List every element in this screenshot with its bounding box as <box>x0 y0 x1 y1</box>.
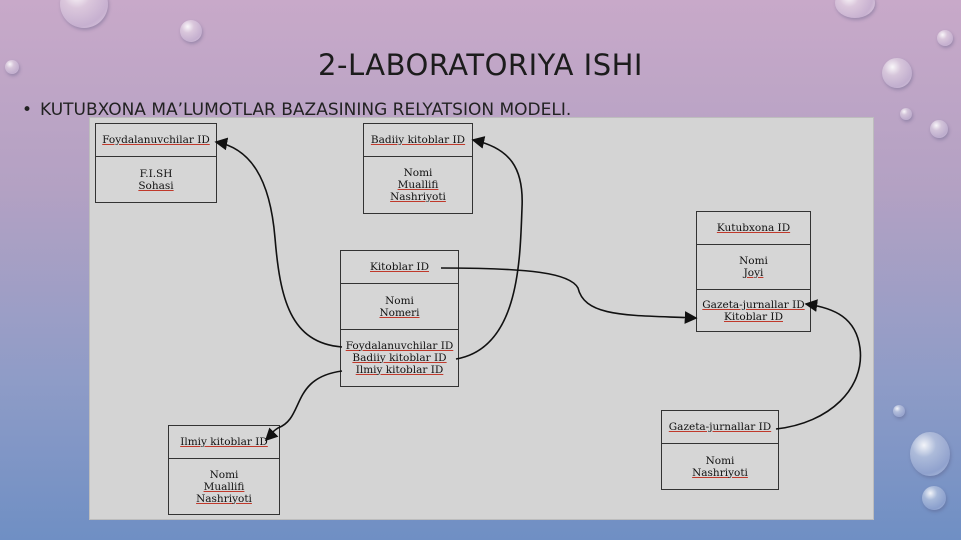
attr-nashriyoti: Nashriyoti <box>390 191 446 203</box>
fk-foydalanuvchilar: Foydalanuvchilar ID <box>345 339 454 352</box>
slide-title: 2-LABORATORIYA ISHI <box>318 48 643 82</box>
arrow-to-foydalanuvchilar <box>214 137 343 348</box>
water-drop-decoration <box>930 120 948 138</box>
water-drop-decoration <box>5 60 19 74</box>
attr-nomi: Nomi <box>705 454 735 467</box>
entity-kutubxona-id: Kutubxona ID <box>697 212 810 245</box>
arrow-to-ilmiy <box>264 370 343 442</box>
attr-fish: F.I.SH <box>139 167 173 180</box>
arrow-gazeta-to-kutubxona <box>775 299 862 430</box>
entity-kutubxona: Kutubxona ID Nomi Joyi Gazeta-jurnallar … <box>696 211 811 332</box>
arrow-to-badiiy <box>455 136 523 360</box>
fk-gazeta: Gazeta-jurnallar ID <box>702 299 805 311</box>
relationship-arrows <box>214 136 862 442</box>
attr-sohasi: Sohasi <box>138 179 174 192</box>
entity-kitoblar-id: Kitoblar ID <box>341 251 458 284</box>
attr-muallifi: Muallifi <box>203 480 245 493</box>
attr-nomi: Nomi <box>209 468 239 481</box>
entity-ilmiy-id: Ilmiy kitoblar ID <box>169 426 279 459</box>
water-drop-decoration <box>900 108 912 120</box>
attr-nomi: Nomi <box>403 167 433 179</box>
water-drop-decoration <box>60 0 108 28</box>
attr-muallifi: Muallifi <box>397 179 439 191</box>
water-drop-decoration <box>835 0 875 18</box>
entity-foydalanuvchilar: Foydalanuvchilar ID F.I.SH Sohasi <box>95 123 217 203</box>
attr-nomi: Nomi <box>385 294 414 307</box>
bullet-symbol: • <box>22 100 33 120</box>
water-drop-decoration <box>882 58 912 88</box>
entity-kitoblar: Kitoblar ID Nomi Nomeri Foydalanuvchilar… <box>340 250 459 387</box>
entity-badiiy-kitoblar: Badiiy kitoblar ID Nomi Muallifi Nashriy… <box>363 123 473 214</box>
attr-nashriyoti: Nashriyoti <box>196 492 252 505</box>
fk-badiiy: Badiiy kitoblar ID <box>352 351 447 364</box>
entity-foydalanuvchilar-id: Foydalanuvchilar ID <box>96 124 216 157</box>
attr-nashriyoti: Nashriyoti <box>692 466 748 479</box>
entity-ilmiy-kitoblar: Ilmiy kitoblar ID Nomi Muallifi Nashriyo… <box>168 425 280 515</box>
water-drop-decoration <box>910 432 950 476</box>
attr-nomeri: Nomeri <box>379 306 420 319</box>
water-drop-decoration <box>937 30 953 46</box>
bullet-item: • KUTUBXONA MA’LUMOTLAR BAZASINING RELYAT… <box>22 100 571 120</box>
arrow-kitoblar-to-kutubxona <box>440 267 698 324</box>
water-drop-decoration <box>180 20 202 42</box>
bullet-text: KUTUBXONA MA’LUMOTLAR BAZASINING RELYATS… <box>40 100 572 120</box>
entity-gazeta-id: Gazeta-jurnallar ID <box>662 411 778 444</box>
water-drop-decoration <box>893 405 905 417</box>
attr-nomi: Nomi <box>739 255 768 267</box>
relational-model-diagram: Foydalanuvchilar ID F.I.SH Sohasi Badiiy… <box>89 117 874 520</box>
water-drop-decoration <box>922 486 946 510</box>
entity-badiiy-id: Badiiy kitoblar ID <box>364 124 472 157</box>
fk-ilmiy: Ilmiy kitoblar ID <box>355 363 444 376</box>
fk-kitoblar: Kitoblar ID <box>723 311 783 323</box>
entity-gazeta-jurnallar: Gazeta-jurnallar ID Nomi Nashriyoti <box>661 410 779 490</box>
attr-joyi: Joyi <box>743 267 764 279</box>
